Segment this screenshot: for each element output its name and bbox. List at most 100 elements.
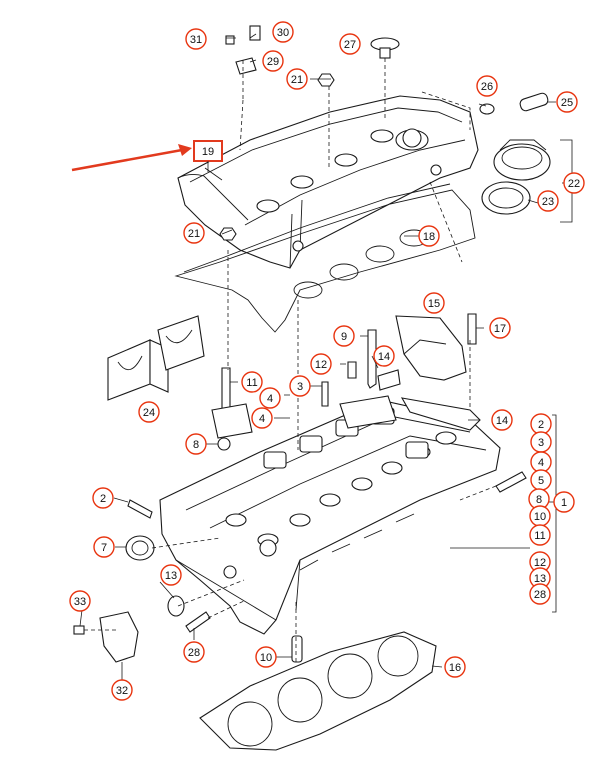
callout-c2a: 2: [92, 487, 114, 509]
callout-c15: 15: [423, 292, 445, 314]
callout-r10: 10: [529, 505, 551, 527]
callout-number: 11: [246, 377, 257, 389]
callout-circle: [259, 387, 281, 409]
callout-number: 2: [538, 419, 544, 431]
pin-12-drawing: [347, 361, 357, 379]
callout-number: 31: [190, 34, 202, 46]
callout-c22: 22: [563, 172, 585, 194]
callout-c11a: 11: [241, 371, 263, 393]
callout-c21a: 21: [286, 68, 308, 90]
callout-circle: [556, 91, 578, 113]
callout-number: 32: [116, 685, 128, 697]
callout-number: 23: [542, 196, 554, 208]
callout-circle: [373, 345, 395, 367]
callout-circle: [111, 679, 133, 701]
callout-number: 17: [494, 323, 506, 335]
callout-circle: [563, 172, 585, 194]
callout-number: 5: [538, 475, 544, 487]
callout-c3a: 3: [289, 375, 311, 397]
callout-circle: [529, 583, 551, 605]
head-gasket-drawing: [199, 631, 437, 751]
callout-circle: [92, 487, 114, 509]
bearing-cap-drawing: [107, 315, 205, 401]
callout-c18: 18: [418, 225, 440, 247]
highlight-arrow-head: [178, 144, 192, 156]
bolt-9-drawing: [367, 329, 377, 389]
callout-c30: 30: [272, 21, 294, 43]
callout-circle: [529, 524, 551, 546]
seal-13-drawing: [167, 595, 185, 617]
seal-drawing: [479, 103, 495, 115]
callout-number: 27: [344, 39, 356, 51]
callout-number: 11: [534, 530, 545, 542]
callout-r12: 12: [529, 551, 551, 573]
callout-circle: [310, 353, 332, 375]
callout-number: 10: [260, 652, 272, 664]
callout-circle: [255, 646, 277, 668]
callout-r8: 8: [528, 488, 550, 510]
plug-drawing: [519, 92, 549, 112]
stud-28-drawing: [185, 611, 211, 633]
tensioner-15-drawing: [395, 315, 467, 381]
callout-circle: [241, 371, 263, 393]
callout-number: 16: [449, 662, 461, 674]
callout-r5: 5: [530, 469, 552, 491]
callout-number: 30: [277, 27, 289, 39]
callout-circle: [418, 225, 440, 247]
callout-c17: 17: [489, 317, 511, 339]
callout-circle: [251, 407, 273, 429]
callout-r1: 1: [553, 491, 575, 513]
callout-circle: [183, 222, 205, 244]
callout-number: 3: [297, 381, 303, 393]
callout-circle: [339, 33, 361, 55]
leader-lines: [79, 33, 573, 680]
callout-number: 33: [74, 596, 86, 608]
callout-c31: 31: [185, 28, 207, 50]
callout-number: 7: [101, 542, 107, 554]
callout-number: 21: [188, 228, 200, 240]
callout-circle: [262, 50, 284, 72]
callout-c25: 25: [556, 91, 578, 113]
bolt-3-drawing: [321, 381, 329, 407]
callout-c29: 29: [262, 50, 284, 72]
bushing-8-drawing: [217, 437, 231, 451]
callout-r4: 4: [530, 451, 552, 473]
callout-c13a: 13: [160, 564, 182, 586]
pin-10-drawing: [291, 635, 303, 663]
callout-c10a: 10: [255, 646, 277, 668]
parts-artwork: [73, 25, 551, 751]
callout-number: 29: [267, 56, 279, 68]
seal-7-inner-drawing: [131, 540, 149, 556]
callout-circle: [183, 641, 205, 663]
callout-r11: 11: [529, 524, 551, 546]
callout-circle: [491, 409, 513, 431]
highlight-label: 19: [202, 146, 214, 158]
callout-number: 26: [481, 81, 493, 93]
callout-number: 15: [428, 298, 440, 310]
callout-c4b: 4: [251, 407, 273, 429]
highlight-arrow-shaft: [71, 148, 183, 172]
callout-r13: 13: [529, 567, 551, 589]
callout-number: 4: [259, 413, 265, 425]
callout-r28: 28: [529, 583, 551, 605]
callout-number: 4: [267, 393, 273, 405]
callout-number: 21: [291, 74, 303, 86]
callout-c12a: 12: [310, 353, 332, 375]
callout-circle: [272, 21, 294, 43]
callout-number: 25: [561, 97, 573, 109]
callout-number: 14: [496, 415, 508, 427]
callout-c24: 24: [138, 401, 160, 423]
stud-2-drawing: [127, 499, 153, 519]
callout-circle: [138, 401, 160, 423]
callout-circle: [286, 68, 308, 90]
callout-number: 28: [534, 589, 546, 601]
callout-c23: 23: [537, 190, 559, 212]
callout-c32: 32: [111, 679, 133, 701]
bracket-29-drawing: [235, 57, 257, 75]
sensor-32-drawing: [99, 611, 139, 663]
callout-number: 10: [534, 511, 546, 523]
nut-21b-drawing: [219, 227, 237, 241]
block-14-drawing: [377, 369, 401, 391]
tensioner-15-detail-drawing: [403, 339, 447, 355]
